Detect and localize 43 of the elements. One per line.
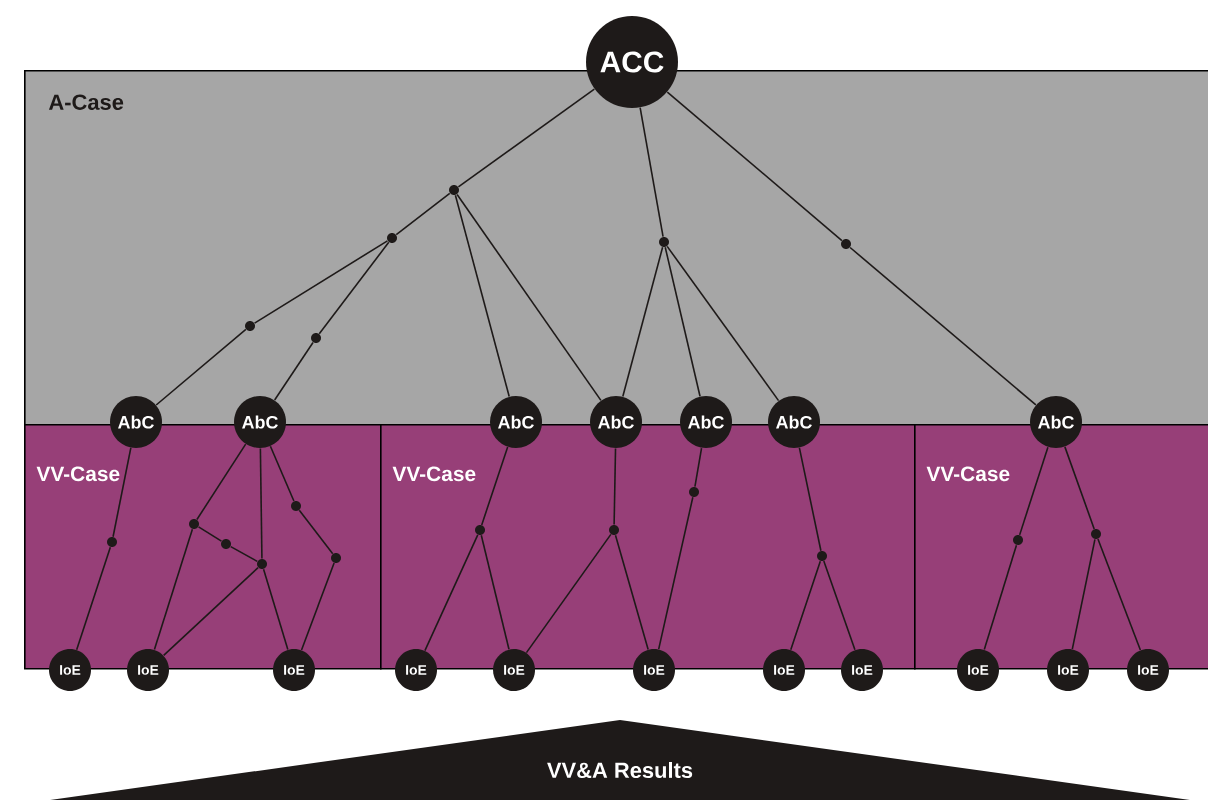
connector-line: [273, 341, 314, 401]
connector-line: [457, 88, 596, 188]
connector-line: [259, 447, 263, 560]
connector-line: [300, 562, 335, 651]
connector-line: [229, 545, 259, 563]
connector-line: [1097, 538, 1142, 651]
connector-line: [155, 328, 247, 406]
connector-line: [666, 91, 843, 242]
connector-line: [798, 447, 822, 552]
connector-line: [480, 534, 510, 650]
connector-line: [269, 445, 295, 502]
connector-line: [424, 534, 479, 652]
connector-line: [253, 240, 389, 324]
connector-line: [112, 447, 132, 538]
connector-line: [1018, 446, 1049, 536]
connector-line: [790, 560, 822, 651]
connector-line: [480, 446, 509, 526]
connector-line: [664, 246, 701, 398]
connector-line: [614, 534, 649, 651]
connector-line: [162, 566, 259, 657]
connector-line: [525, 533, 612, 654]
connector-line: [657, 496, 694, 650]
connector-line: [153, 528, 194, 651]
connector-line: [694, 447, 703, 488]
connector-line: [75, 546, 112, 651]
connector-line: [1071, 538, 1096, 650]
connector-line: [1064, 446, 1095, 530]
connector-line: [622, 246, 664, 398]
connector-line: [196, 443, 247, 521]
connector-line: [298, 509, 334, 555]
connector-line: [197, 526, 223, 542]
results-triangle: VV&A Results: [50, 720, 1190, 800]
connector-line: [666, 245, 780, 402]
connector-line: [983, 544, 1018, 651]
connector-line: [823, 560, 856, 651]
connector-line: [613, 447, 617, 526]
connector-line: [454, 194, 510, 398]
connector-line: [849, 246, 1037, 406]
connector-line: [639, 106, 664, 238]
connector-line: [318, 241, 390, 335]
connector-line: [262, 568, 289, 651]
connector-line: [395, 192, 451, 236]
connector-line: [456, 193, 602, 402]
